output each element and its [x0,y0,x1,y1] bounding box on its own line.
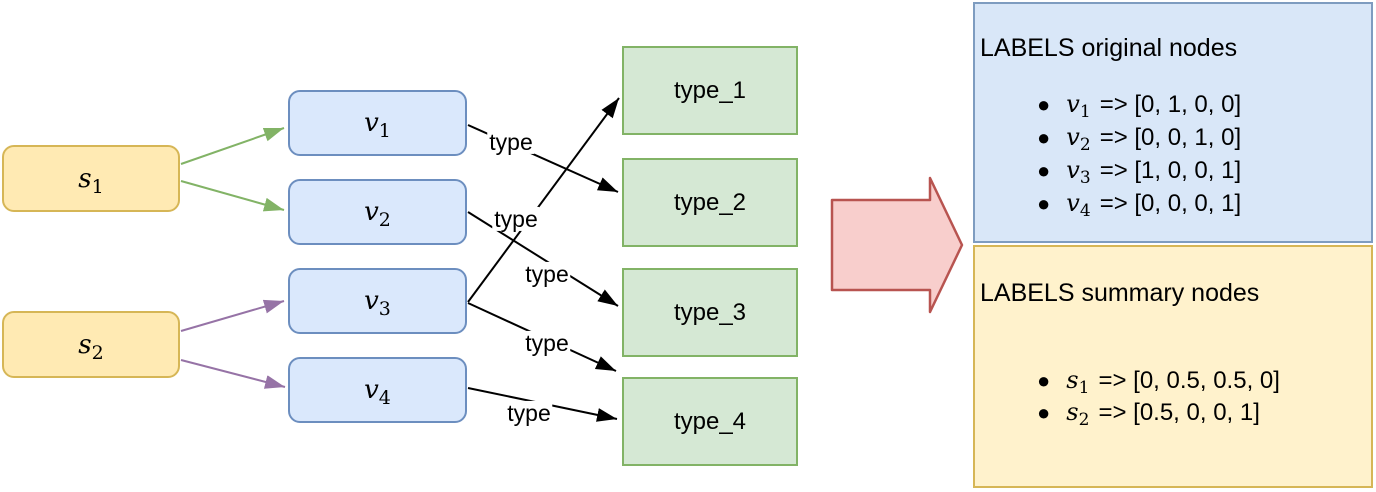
edge-s1-v2 [180,180,285,212]
bullet-icon: ● [1037,92,1051,117]
node-v3: v3 [288,268,467,334]
panel-original-title: LABELS original nodes [980,34,1238,62]
node-v2-label: v2 [364,197,391,231]
item-var-s2: s2 [1066,398,1090,430]
item-var-v4: v4 [1066,189,1091,221]
item-mapping-v3: => [1, 0, 0, 1] [1099,157,1242,184]
item-mapping-v1: => [0, 1, 0, 0] [1099,91,1242,118]
edge-v2-type3 [467,211,619,307]
bullet-icon: ● [1037,158,1051,183]
edge-v3-type1 [467,97,620,303]
bullet-icon: ● [1037,368,1051,393]
item-mapping-s1: => [0, 0.5, 0.5, 0] [1098,367,1280,394]
node-v4-label: v4 [364,375,391,409]
edge-label-v3-type4: type [523,329,571,356]
item-var-v3: v3 [1066,156,1091,188]
item-var-s1: s1 [1066,366,1090,398]
edge-label-v1-type2: type [487,128,535,155]
list-item-v2: ● v2 => [0, 0, 1, 0] [1037,123,1371,156]
node-v1-label: v1 [364,108,391,142]
edge-label-v3-type1: type [492,205,540,232]
edge-label-v4-type4: type [505,399,553,426]
list-item-s1: ● s1 => [0, 0.5, 0.5, 0] [1037,366,1371,398]
node-v4: v4 [288,357,467,423]
edge-s1-v1 [180,127,285,165]
node-type-4: type_4 [622,377,798,466]
panel-summary-title: LABELS summary nodes [980,279,1260,307]
bullet-icon: ● [1037,400,1051,425]
edge-label-v2-type3: type [523,260,571,287]
node-v3-label: v3 [364,286,391,320]
node-type-1-label: type_1 [673,76,747,104]
item-mapping-v2: => [0, 0, 1, 0] [1099,124,1242,151]
summary-labels-list: ● s1 => [0, 0.5, 0.5, 0] ● s2 => [0.5, 0… [975,366,1371,430]
node-type-3-label: type_3 [673,298,747,326]
edge-s2-v4 [180,359,286,389]
list-item-v1: ● v1 => [0, 1, 0, 0] [1037,90,1371,123]
edge-s2-v3 [180,299,285,332]
node-type-4-label: type_4 [673,407,747,435]
panel-labels-original: LABELS original nodes ● v1 => [0, 1, 0, … [973,2,1373,243]
node-type-2: type_2 [622,158,798,247]
node-type-2-label: type_2 [673,188,747,216]
item-mapping-s2: => [0.5, 0, 0, 1] [1098,399,1260,426]
list-item-s2: ● s2 => [0.5, 0, 0, 1] [1037,398,1371,430]
item-mapping-v4: => [0, 0, 0, 1] [1099,190,1242,217]
node-v1: v1 [288,90,467,156]
node-s1: s1 [2,145,180,212]
node-s2-label: s2 [78,329,104,364]
node-s1-label: s1 [78,163,104,198]
panel-labels-summary: LABELS summary nodes ● s1 => [0, 0.5, 0.… [973,245,1373,488]
bullet-icon: ● [1037,191,1051,216]
item-var-v2: v2 [1066,123,1091,155]
node-type-1: type_1 [622,46,798,135]
original-labels-list: ● v1 => [0, 1, 0, 0] ● v2 => [0, 0, 1, 0… [975,90,1371,222]
big-right-arrow-icon [830,176,964,314]
bullet-icon: ● [1037,125,1051,150]
node-s2: s2 [2,311,180,378]
list-item-v4: ● v4 => [0, 0, 0, 1] [1037,189,1371,222]
list-item-v3: ● v3 => [1, 0, 0, 1] [1037,156,1371,189]
node-v2: v2 [288,179,467,245]
item-var-v1: v1 [1066,90,1091,122]
node-type-3: type_3 [622,268,798,357]
